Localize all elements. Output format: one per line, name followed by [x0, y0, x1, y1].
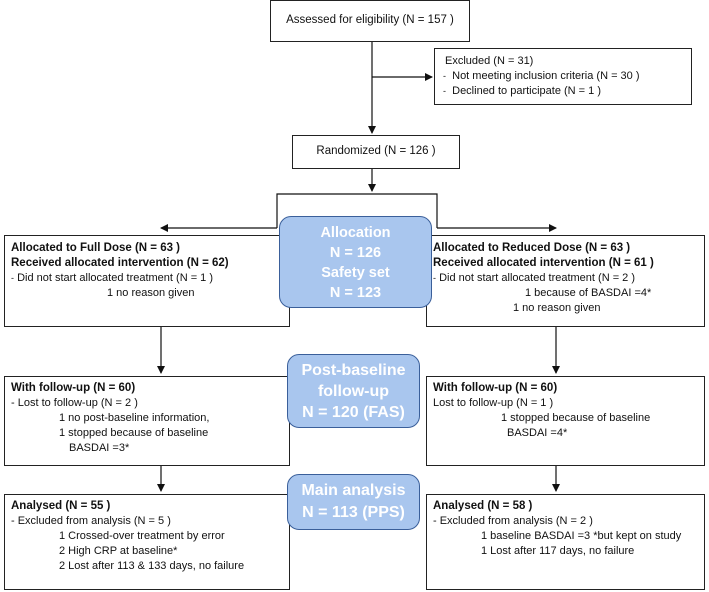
left-excluded-analysis: - Excluded from analysis (N = 5 ) — [11, 515, 171, 527]
right-basdai: BASDAI =4* — [507, 427, 568, 439]
right-lost-after: 1 Lost after 117 days, no failure — [481, 545, 635, 557]
excluded-item: - Not meeting inclusion criteria (N = 30… — [443, 70, 640, 82]
right-excluded-analysis: - Excluded from analysis (N = 2 ) — [433, 515, 593, 527]
followup-phase-badge: Post-baseline follow-up N = 120 (FAS) — [287, 354, 420, 428]
connector-split-frame — [276, 193, 438, 228]
right-received-label: Received allocated intervention (N = 61 … — [433, 257, 654, 269]
right-analysed-box: Analysed (N = 58 ) - Excluded from analy… — [426, 494, 705, 590]
left-allocated-label: Allocated to Full Dose (N = 63 ) — [11, 242, 181, 254]
right-analysed-label: Analysed (N = 58 ) — [433, 500, 533, 512]
excluded-title: Excluded (N = 31) — [445, 55, 534, 67]
excluded-box: Excluded (N = 31) - Not meeting inclusio… — [434, 48, 692, 105]
left-allocation-box: Allocated to Full Dose (N = 63 ) Receive… — [4, 235, 290, 327]
left-analysed-label: Analysed (N = 55 ) — [11, 500, 111, 512]
left-stopped: 1 stopped because of baseline — [59, 427, 209, 439]
assessed-box: Assessed for eligibility (N = 157 ) — [270, 0, 470, 42]
right-stopped: 1 stopped because of baseline — [501, 412, 651, 424]
left-lost-after: 2 Lost after 113 & 133 days, no failure — [59, 560, 245, 572]
left-crossed-over: 1 Crossed-over treatment by error — [59, 530, 225, 542]
randomized-text: Randomized (N = 126 ) — [316, 145, 436, 157]
right-allocation-box: Allocated to Reduced Dose (N = 63 ) Rece… — [426, 235, 705, 327]
right-followup-box: With follow-up (N = 60) Lost to follow-u… — [426, 376, 705, 466]
right-not-started: - Did not start allocated treatment (N =… — [433, 272, 636, 284]
right-baseline-basdai: 1 baseline BASDAI =3 *but kept on study — [481, 530, 682, 542]
left-followup-box: With follow-up (N = 60) - Lost to follow… — [4, 376, 290, 466]
assessed-text: Assessed for eligibility (N = 157 ) — [286, 14, 454, 26]
left-high-crp: 2 High CRP at baseline* — [59, 545, 178, 557]
right-lost-label: Lost to follow-up (N = 1 ) — [433, 397, 554, 409]
right-followup-label: With follow-up (N = 60) — [433, 382, 558, 394]
allocation-phase-badge: Allocation N = 126 Safety set N = 123 — [279, 216, 432, 308]
analysis-phase-badge: Main analysis N = 113 (PPS) — [287, 474, 420, 530]
left-lost-label: - Lost to follow-up (N = 2 ) — [11, 397, 138, 409]
right-basdai-reason: 1 because of BASDAI =4* — [525, 287, 652, 299]
excluded-item: - Declined to participate (N = 1 ) — [443, 85, 602, 97]
left-received-label: Received allocated intervention (N = 62) — [11, 257, 229, 269]
left-no-reason: 1 no reason given — [107, 287, 195, 299]
right-no-reason: 1 no reason given — [513, 302, 601, 314]
randomized-box: Randomized (N = 126 ) — [292, 135, 460, 169]
right-allocated-label: Allocated to Reduced Dose (N = 63 ) — [433, 242, 631, 254]
left-analysed-box: Analysed (N = 55 ) - Excluded from analy… — [4, 494, 290, 590]
left-basdai: BASDAI =3* — [69, 442, 130, 454]
left-followup-label: With follow-up (N = 60) — [11, 382, 136, 394]
left-no-postbaseline: 1 no post-baseline information, — [59, 412, 210, 424]
left-not-started: - Did not start allocated treatment (N =… — [11, 272, 214, 284]
